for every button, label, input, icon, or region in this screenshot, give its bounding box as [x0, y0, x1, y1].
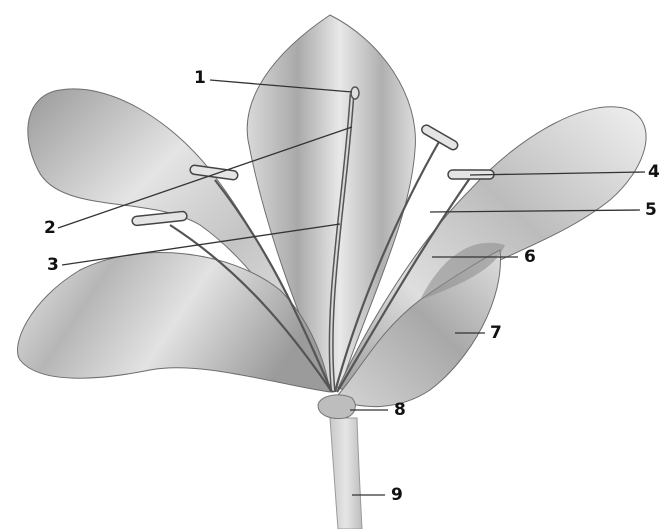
- stigma: [351, 87, 359, 99]
- label-9: 9: [391, 487, 403, 504]
- label-6: 6: [524, 249, 536, 266]
- label-5: 5: [645, 202, 657, 219]
- label-4: 4: [648, 164, 659, 181]
- petal-lower-left: [18, 253, 331, 392]
- receptacle: [318, 395, 355, 419]
- label-3: 3: [47, 257, 59, 274]
- label-7: 7: [490, 325, 502, 342]
- label-2: 2: [44, 220, 56, 237]
- label-8: 8: [394, 402, 406, 419]
- stem: [330, 418, 362, 529]
- label-1: 1: [194, 70, 206, 87]
